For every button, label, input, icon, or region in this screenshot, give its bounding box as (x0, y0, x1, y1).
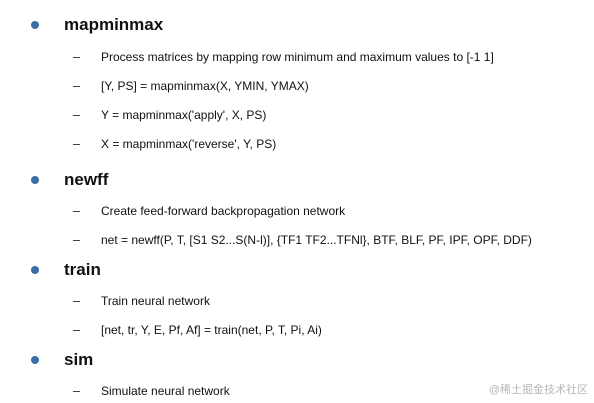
list-item-text: Process matrices by mapping row minimum … (101, 50, 494, 64)
dash-icon (73, 115, 80, 116)
list-item: X = mapminmax('reverse', Y, PS) (0, 135, 594, 153)
list-item-text: Y = mapminmax('apply', X, PS) (101, 108, 267, 122)
list-item: Y = mapminmax('apply', X, PS) (0, 106, 594, 124)
list-item-text: Create feed-forward backpropagation netw… (101, 204, 346, 218)
list-item: Create feed-forward backpropagation netw… (0, 202, 594, 220)
list-item-text: Train neural network (101, 294, 210, 308)
list-item: net = newff(P, T, [S1 S2...S(N-l)], {TF1… (0, 231, 594, 249)
watermark: @稀土掘金技术社区 (488, 384, 588, 396)
dash-icon (73, 211, 80, 212)
dash-icon (73, 57, 80, 58)
list-item: Train neural network (0, 292, 594, 310)
list-item-text: net = newff(P, T, [S1 S2...S(N-l)], {TF1… (101, 233, 532, 247)
section-heading: newff (64, 170, 109, 189)
bullet-icon (31, 266, 39, 274)
bullet-icon (31, 21, 39, 29)
list-item-text: X = mapminmax('reverse', Y, PS) (101, 137, 277, 151)
dash-icon (73, 330, 80, 331)
list-item-text: [Y, PS] = mapminmax(X, YMIN, YMAX) (101, 79, 309, 93)
dash-icon (73, 240, 80, 241)
bullet-icon (31, 176, 39, 184)
list-item: Simulate neural network (0, 382, 594, 400)
dash-icon (73, 86, 80, 87)
dash-icon (73, 301, 80, 302)
section-heading: mapminmax (64, 15, 164, 34)
list-item-text: Simulate neural network (101, 384, 230, 398)
section-heading: sim (64, 350, 94, 369)
list-item: [Y, PS] = mapminmax(X, YMIN, YMAX) (0, 77, 594, 95)
list-item-text: [net, tr, Y, E, Pf, Af] = train(net, P, … (101, 323, 322, 337)
section-heading: train (64, 260, 101, 279)
list-item: [net, tr, Y, E, Pf, Af] = train(net, P, … (0, 321, 594, 339)
bullet-icon (31, 356, 39, 364)
dash-icon (73, 144, 80, 145)
dash-icon (73, 391, 80, 392)
list-item: Process matrices by mapping row minimum … (0, 48, 594, 66)
